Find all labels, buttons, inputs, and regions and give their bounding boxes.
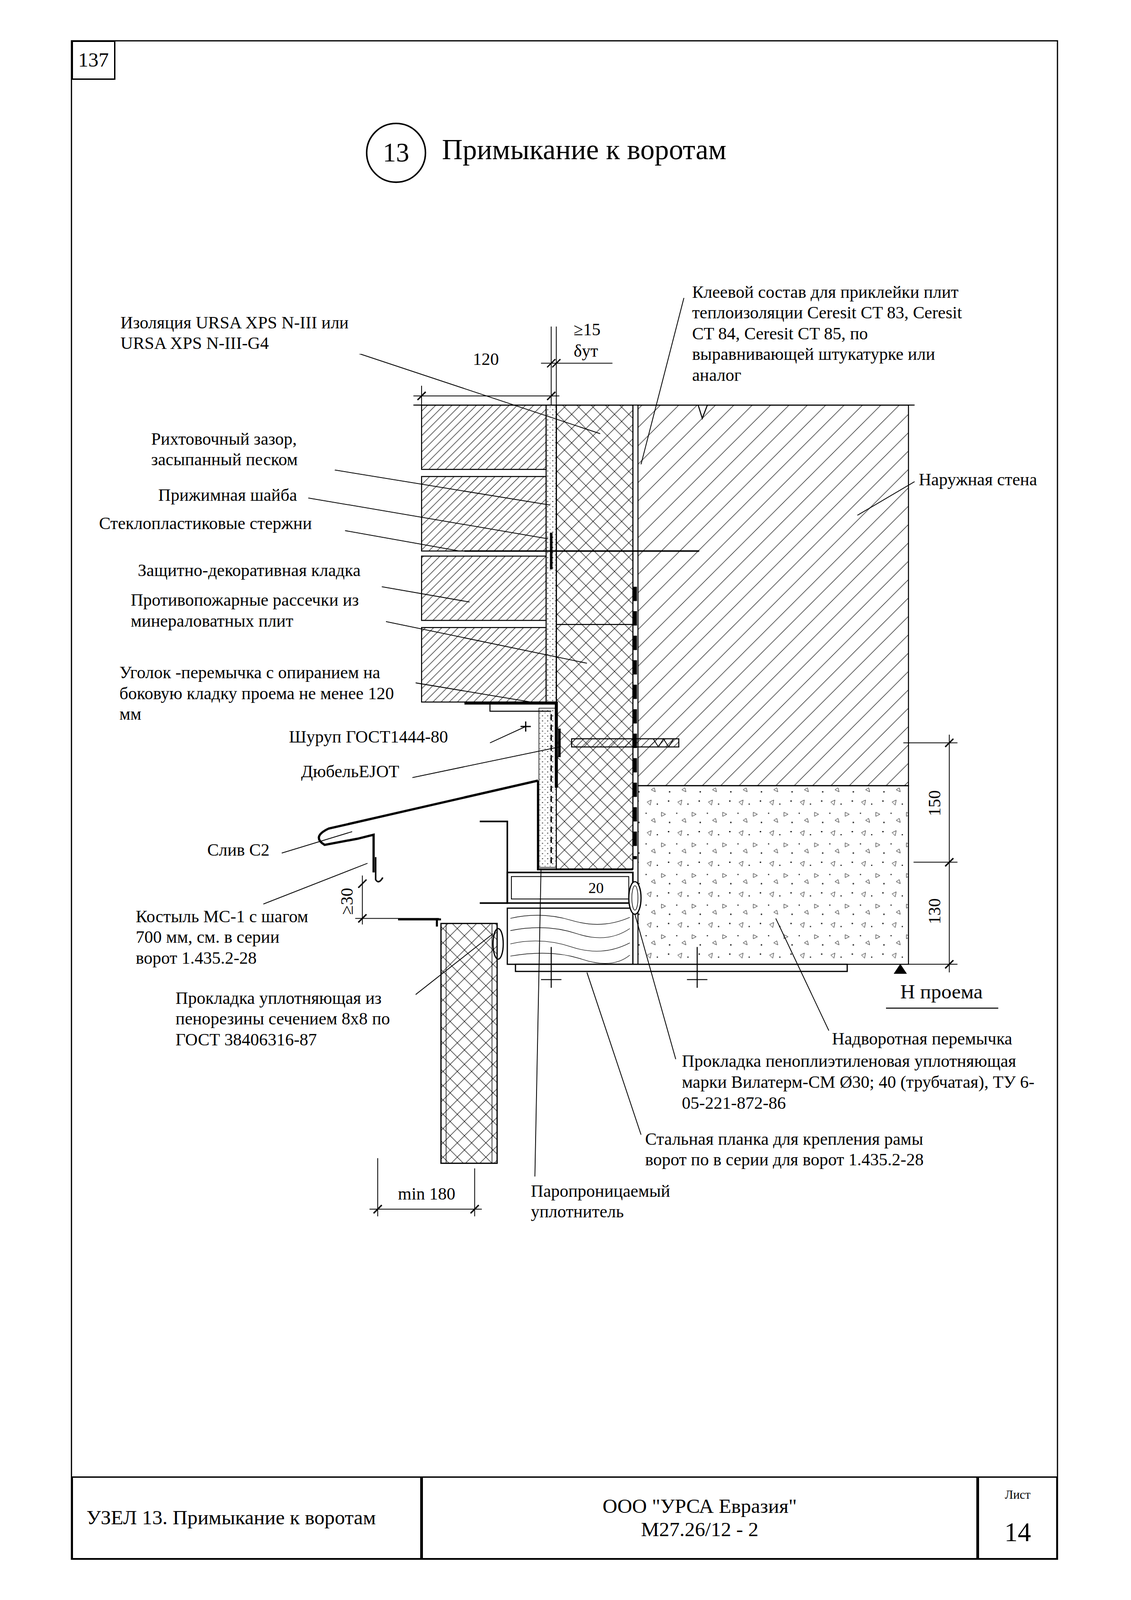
callout-label: Рихтовочный зазор, засыпанный песком [151,428,335,471]
title-block-cell: ООО "УРСА Евразия"М27.26/12 - 2 [421,1476,978,1560]
node-text: ООО "УРСА Евразия" [602,1495,798,1519]
callout-label: Противопожарные рассечки из минераловатн… [130,589,386,632]
callout-label: Слив С2 [207,839,270,861]
callout-label: Н проема [900,979,983,1005]
callout-label: Наружная стена [918,469,1038,491]
callout-label: Стальная планка для крепления рамы ворот… [645,1129,962,1171]
sheet-number-cell: Лист 14 [977,1476,1058,1560]
callout-label: Прокладка уплотняющая из пенорезины сече… [175,988,416,1051]
callout-label: Шуруп ГОСТ1444-80 [288,726,449,748]
callout-label: Паропроницаемый уплотнитель [530,1181,699,1223]
callout-label: ДюбельEJOT [301,761,400,783]
sheet-number-box: 137 [71,40,116,80]
callout-label: Уголок -перемычка с опиранием на боковую… [119,662,416,725]
node-text: 13 [382,137,410,169]
node-text: Лист [1005,1488,1031,1503]
node-text: 137 [78,48,109,72]
node-text: УЗЕЛ 13. Примыкание к воротам [86,1506,376,1530]
callout-label: Стеклопластиковые стержни [99,513,313,535]
callout-label: min 180 [397,1183,456,1205]
callout-label: 130 [924,898,946,925]
callout-label: Изоляция URSA XPS N-III или URSA XPS N-I… [120,312,371,355]
callout-label: Надворотная перемычка [831,1028,1012,1050]
node-text: 14 [1004,1517,1032,1549]
sheet-title: Примыкание к воротам [442,132,727,167]
node-number-circle: 13 [365,122,427,184]
callout-label: Клеевой состав для приклейки плит теплои… [692,281,968,386]
callout-label: δут [573,340,599,362]
callout-label: ≥15 [573,319,601,341]
callout-label: 150 [924,790,946,817]
callout-label: Костыль МС-1 с шагом 700 мм, см. в серии… [135,906,325,970]
title-block-cell: УЗЕЛ 13. Примыкание к воротам [71,1476,422,1560]
callout-label: Прижимная шайба [158,484,298,506]
callout-label: 20 [588,878,605,897]
node-text: М27.26/12 - 2 [641,1518,759,1542]
callout-label: ≥30 [336,887,358,915]
callout-label: Защитно-декоративная кладка [137,560,361,582]
callout-label: 120 [472,349,499,371]
callout-label: Прокладка пеноплиэтиленовая уплотняющая … [682,1051,1055,1114]
